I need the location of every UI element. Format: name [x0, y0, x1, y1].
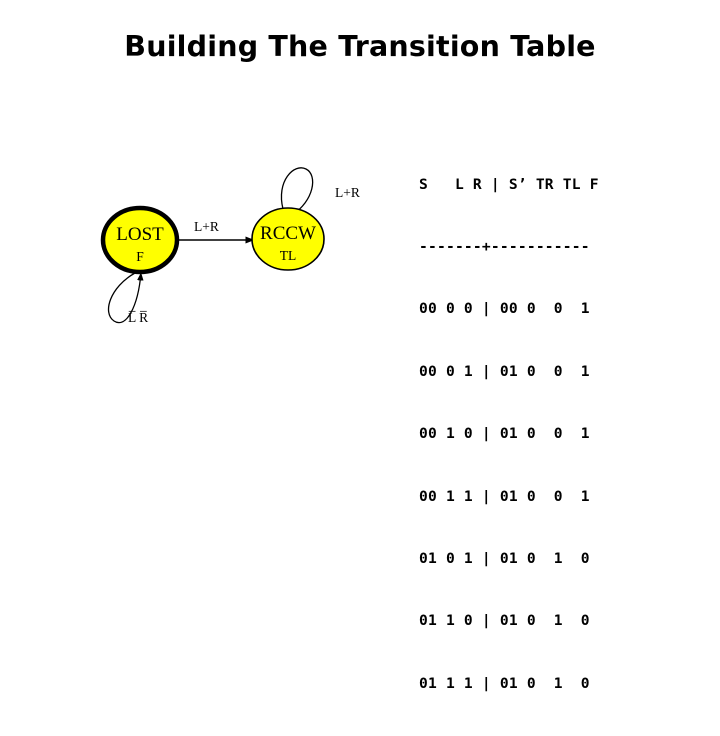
state-node-rccw[interactable] [251, 207, 325, 271]
table-row: 01 0 1 | 01 0 1 0 [419, 549, 590, 567]
transition-label-rccw-self: L+R [335, 185, 360, 200]
slide-canvas: Building The Transition Table LOST F [80, 30, 599, 692]
table-header-row: S L R | S’ TR TL F [419, 175, 599, 193]
state-node-lost-name: LOST [116, 224, 164, 245]
table-row: 00 1 0 | 01 0 0 1 [419, 425, 590, 443]
state-node-lost-output: F [136, 249, 144, 264]
page-title: Building The Transition Table [124, 30, 596, 63]
transition-label-lost-self: L̅ R̅ [128, 310, 148, 325]
table-separator-row: -------+----------- [419, 237, 590, 255]
table-row: 00 0 0 | 00 0 0 1 [419, 300, 590, 318]
transition-truth-table: S L R | S’ TR TL F -------+----------- 0… [419, 133, 599, 736]
table-row: 01 1 0 | 01 0 1 0 [419, 612, 590, 630]
state-node-rccw-output: TL [280, 248, 297, 263]
table-row: 00 0 1 | 01 0 0 1 [419, 362, 590, 380]
state-node-rccw-name: RCCW [260, 223, 316, 244]
table-row: 01 1 1 | 01 0 1 0 [419, 674, 590, 692]
self-loop-rccw [280, 167, 314, 216]
state-diagram-svg: LOST F RCCW TL L+R L+R L̅ R̅ [100, 167, 360, 325]
table-row: 00 1 1 | 01 0 0 1 [419, 487, 590, 505]
state-node-lost[interactable] [100, 205, 180, 275]
transition-label-lost-to-rccw: L+R [194, 219, 219, 234]
state-transition-diagram: LOST F RCCW TL L+R L+R L̅ R̅ [80, 155, 400, 345]
self-loop-lost [107, 272, 144, 324]
